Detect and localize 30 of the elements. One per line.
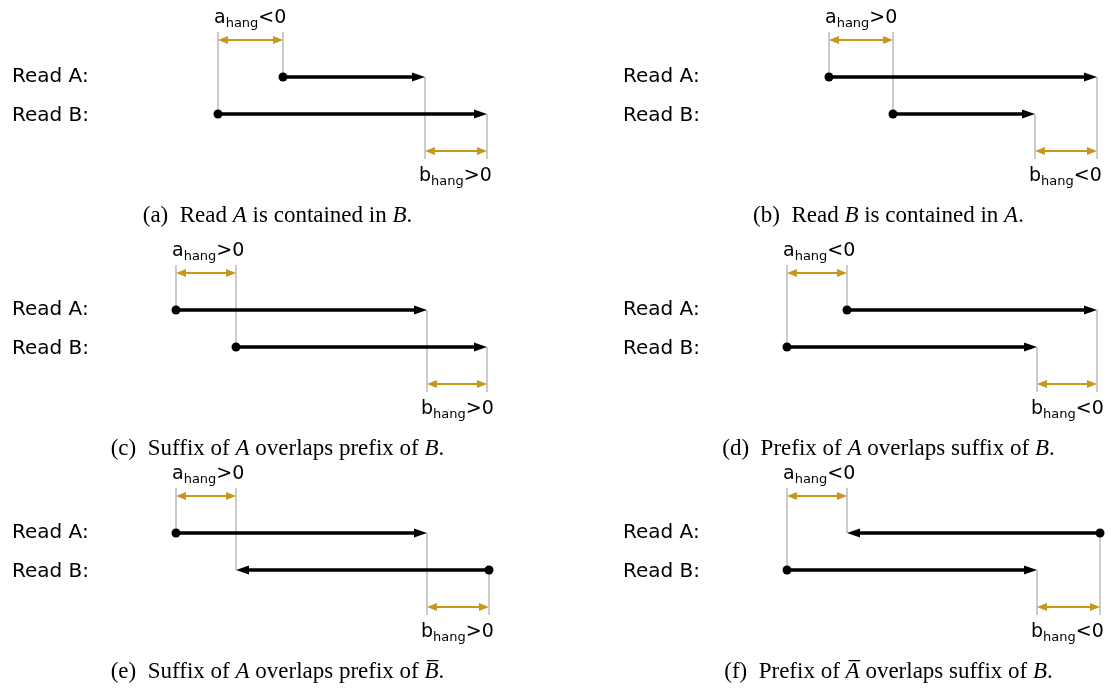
caption: (f) Prefix of A̅ overlaps suffix of B. [723, 658, 1054, 684]
hang-label: a$_{hang}$>0 [825, 4, 898, 29]
hang-label: b$_{hang}$<0 [1029, 162, 1102, 187]
hang-label: b$_{hang}$>0 [421, 618, 494, 643]
hang-label: b$_{hang}$<0 [1031, 618, 1104, 643]
hang-label: a$_{hang}$>0 [172, 460, 245, 485]
read-label: Read A: [623, 63, 700, 87]
hang-label: a$_{hang}$<0 [214, 4, 287, 29]
read-label: Read B: [12, 335, 90, 359]
read-label: Read B: [623, 558, 701, 582]
caption: (c) Suffix of A overlaps prefix of B. [109, 435, 446, 461]
read-label: Read A: [12, 296, 89, 320]
read-label: Read B: [12, 558, 90, 582]
caption: (e) Suffix of A overlaps prefix of B̅. [109, 658, 446, 684]
read-label: Read B: [623, 102, 701, 126]
read-label: Read A: [623, 296, 700, 320]
hang-label: b$_{hang}$>0 [421, 395, 494, 420]
read-label: Read A: [623, 519, 700, 543]
read-label: Read B: [12, 102, 90, 126]
read-label: Read B: [623, 335, 701, 359]
hang-label: a$_{hang}$>0 [172, 237, 245, 262]
caption: (d) Prefix of A overlaps suffix of B. [721, 435, 1056, 461]
hang-label: a$_{hang}$<0 [783, 237, 856, 262]
hang-label: b$_{hang}$<0 [1031, 395, 1104, 420]
hang-label: a$_{hang}$<0 [783, 460, 856, 485]
hang-label: b$_{hang}$>0 [419, 162, 492, 187]
caption: (a) Read A is contained in B. [141, 202, 414, 228]
read-label: Read A: [12, 63, 89, 87]
caption: (b) Read B is contained in A. [752, 202, 1025, 228]
read-label: Read A: [12, 519, 89, 543]
